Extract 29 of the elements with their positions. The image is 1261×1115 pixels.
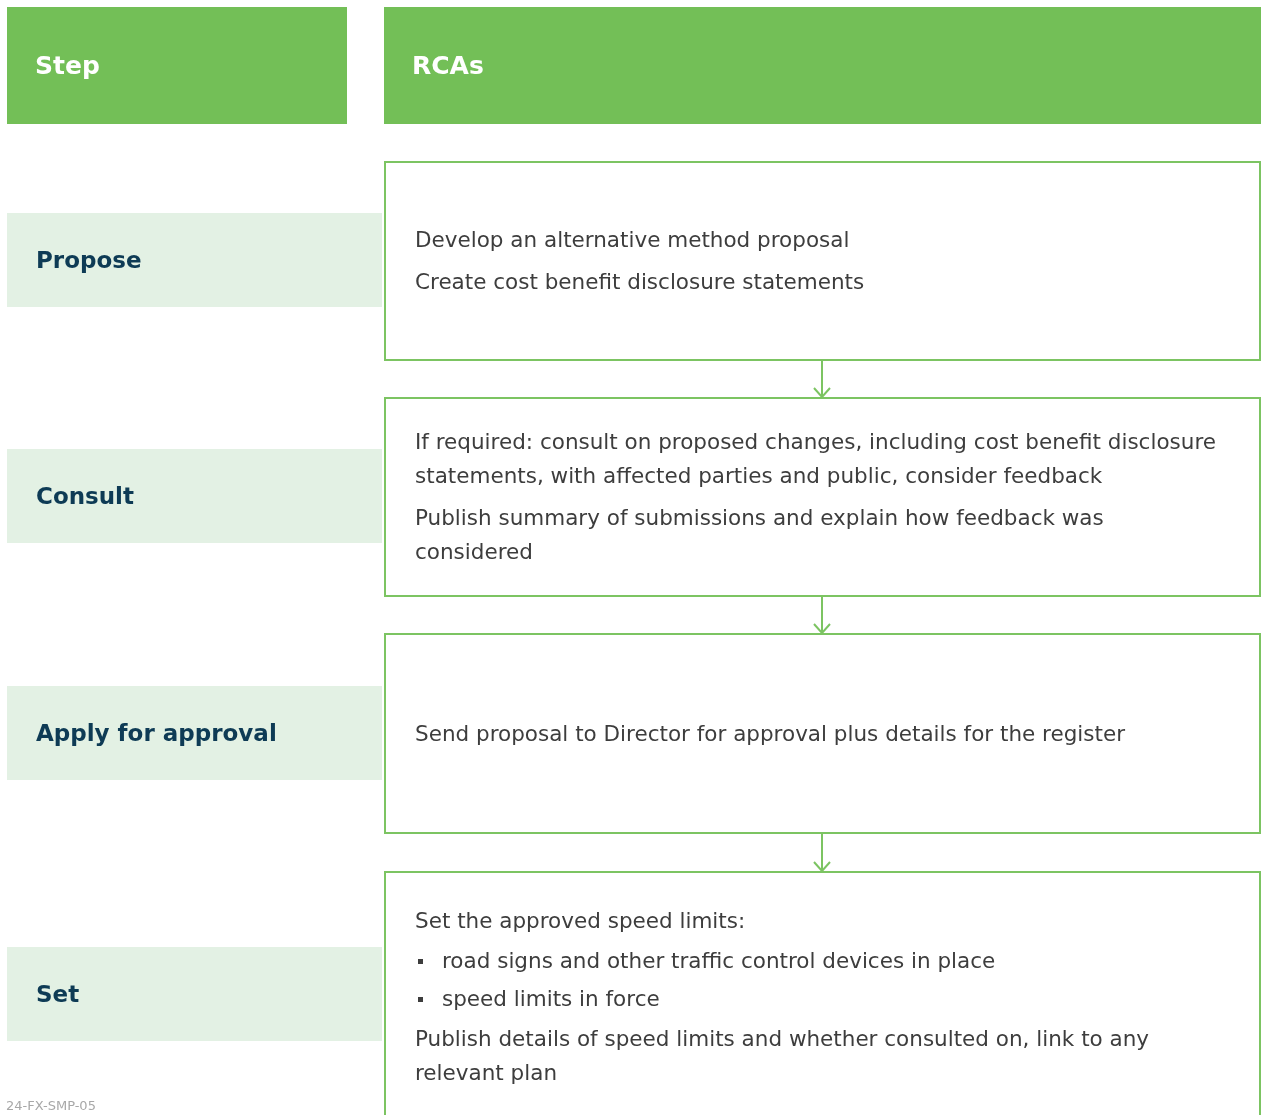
arrow [813,360,831,398]
arrow [813,833,831,872]
step-description: Create cost benefit disclosure statements [415,268,866,296]
step-description: Develop an alternative method proposal [415,226,851,254]
step-label: Set [36,981,80,1007]
process-box [384,397,1261,597]
column-heading: RCAs [412,51,484,80]
process-box [384,161,1261,361]
arrow [813,596,831,634]
process-box [384,871,1261,1115]
step-description: Publish summary of submissions and explain how feedback was considered [415,504,1105,566]
step-description: Send proposal to Director for approval plus details for the register [415,719,1127,748]
step-band [7,947,382,1041]
step-description: Publish details of speed limits and whether consulted on, link to any relevant plan [415,1025,1151,1087]
process-box [384,633,1261,834]
step-label: Propose [36,247,142,273]
step-label: Apply for approval [36,720,277,746]
step-band [7,449,382,543]
step-band [7,686,382,780]
bullet-item: speed limits in force [415,982,1229,1016]
step-band [7,213,382,307]
header-bar [7,7,347,124]
header-bar [384,7,1261,124]
step-label: Consult [36,483,134,509]
bullet-item: road signs and other traffic control devices in place [415,944,1229,978]
document-code: 24-FX-SMP-05 [6,1098,96,1113]
step-description: If required: consult on proposed changes, including cost benefit disclosure statements, with affected parties and public, consider feedback [415,428,1217,490]
step-description: Set the approved speed limits: [415,907,747,935]
column-heading: Step [35,51,100,80]
